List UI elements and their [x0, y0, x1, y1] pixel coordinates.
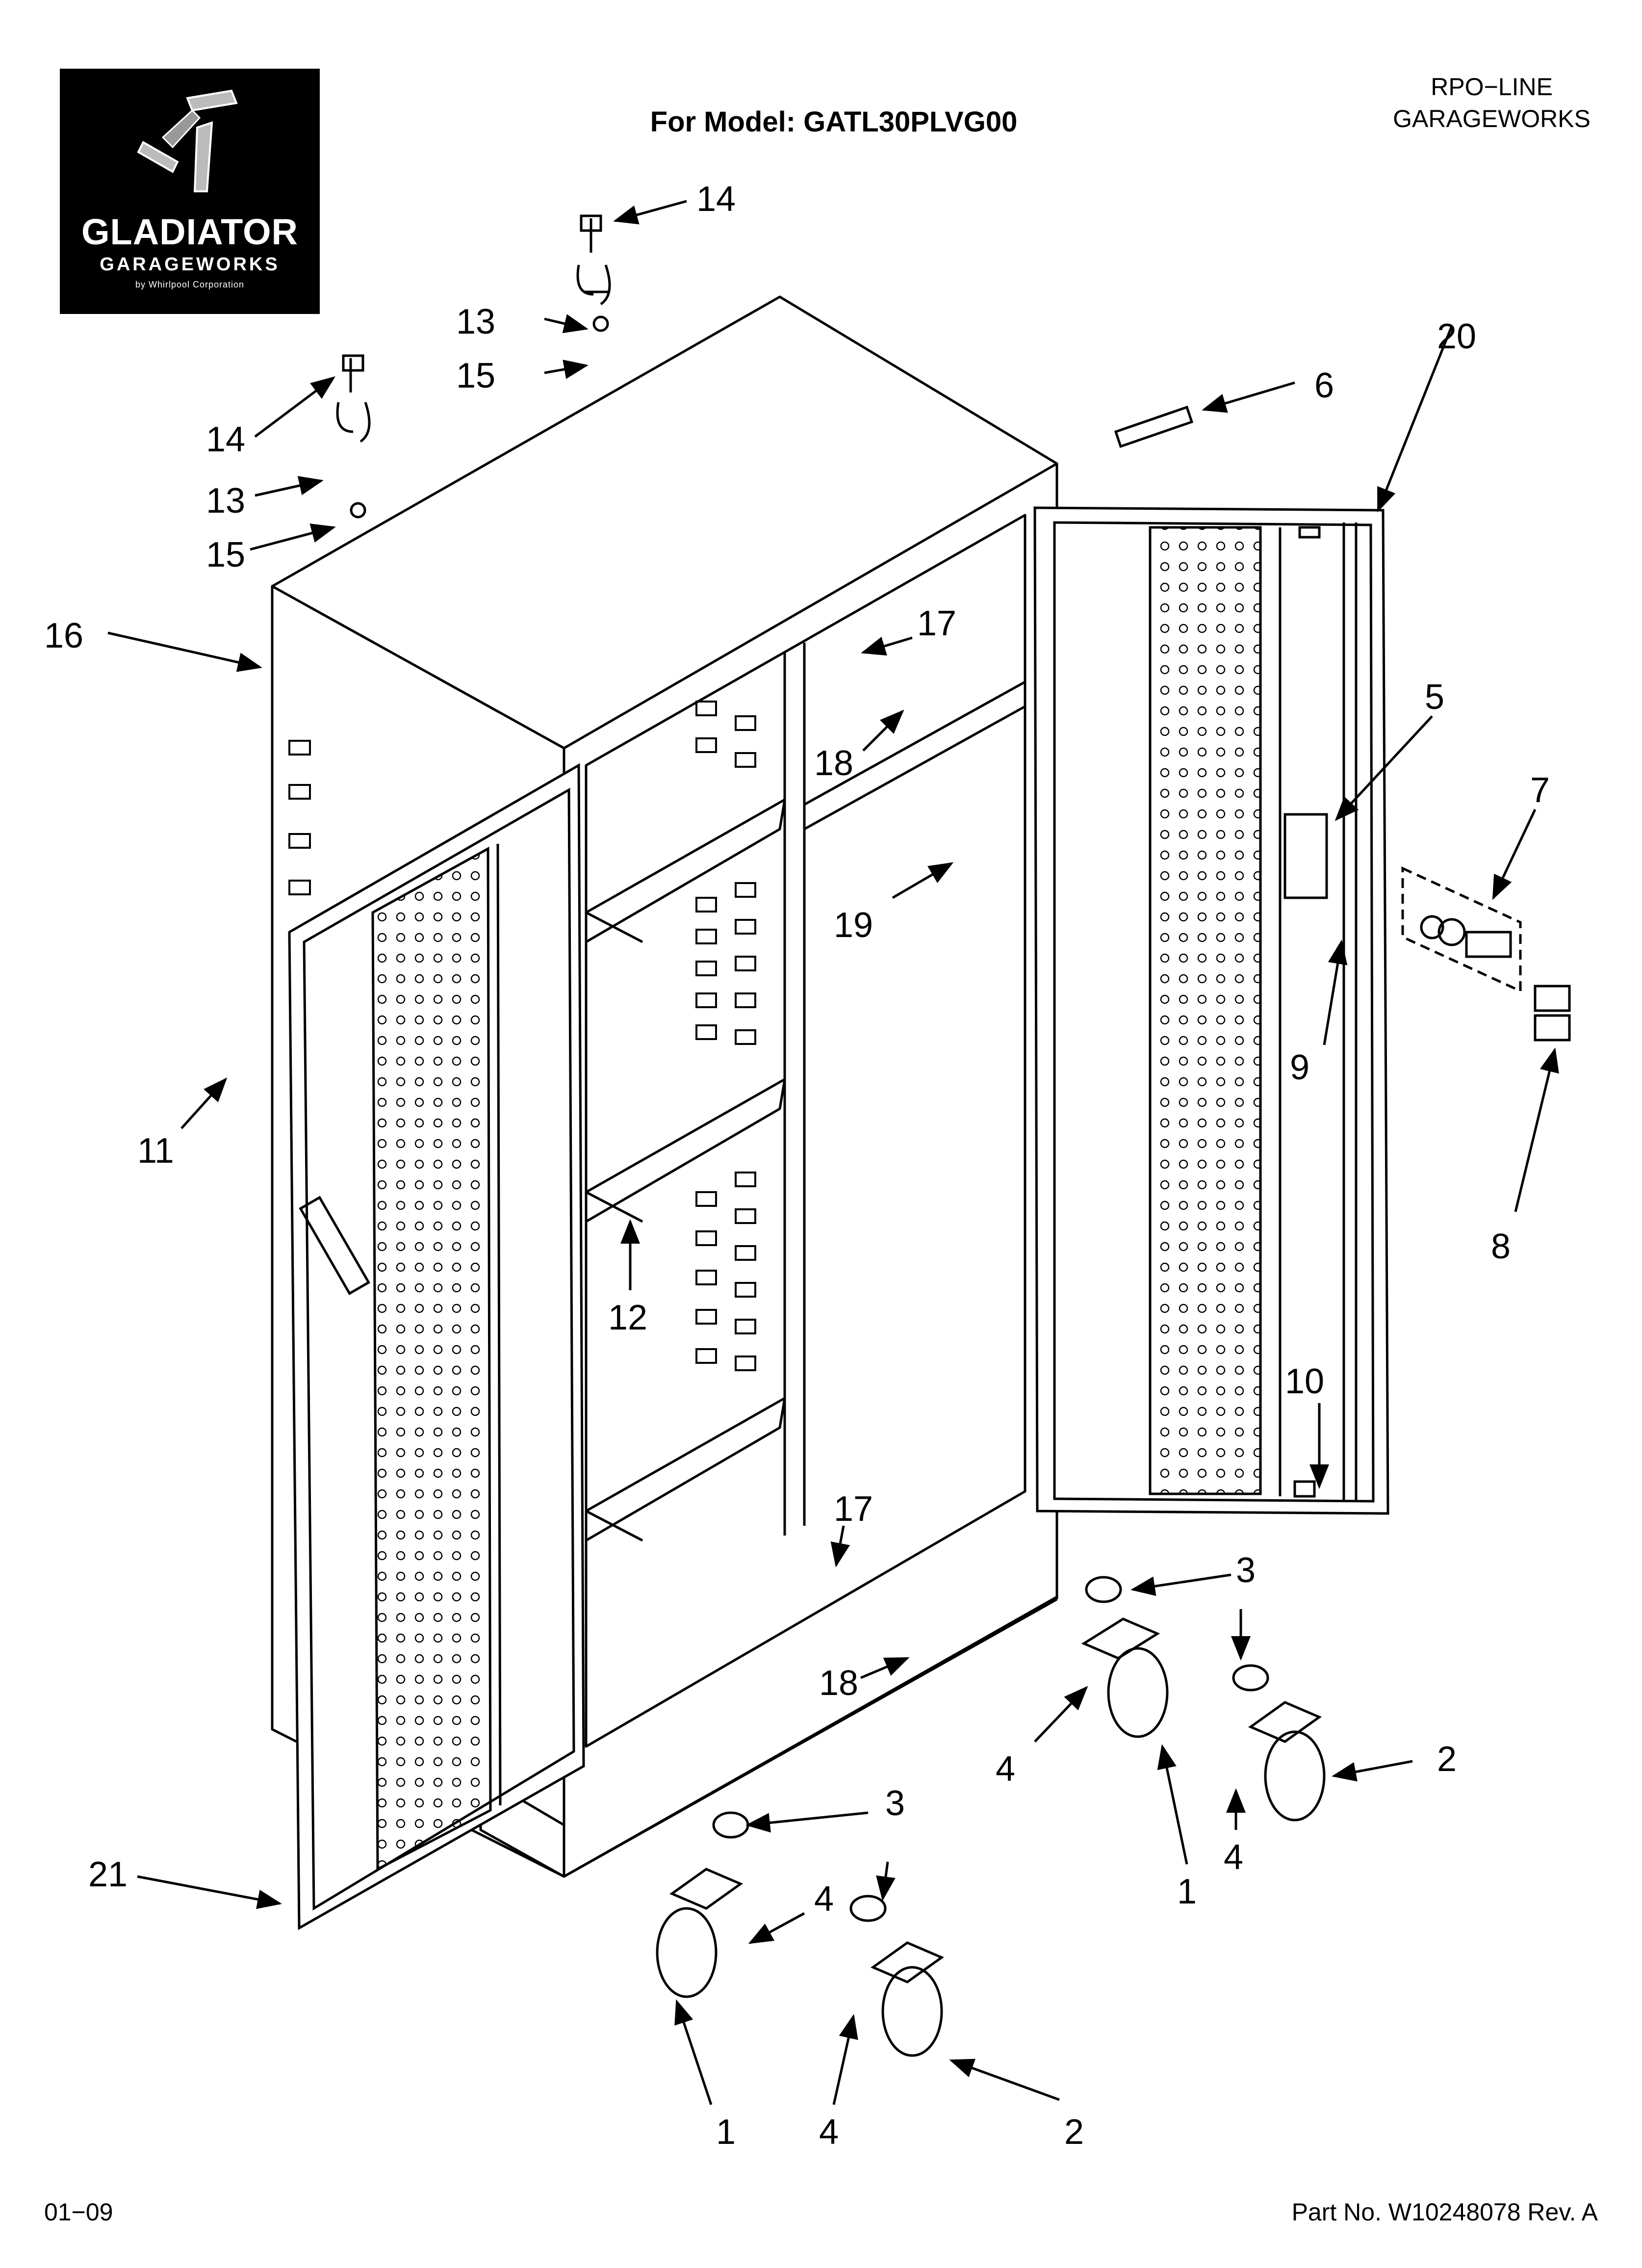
- callout-1-right: 1: [1177, 1872, 1197, 1911]
- callout-5: 5: [1425, 678, 1444, 717]
- callout-8: 8: [1491, 1227, 1511, 1266]
- callout-19: 19: [834, 906, 873, 945]
- callout-21: 21: [88, 1855, 128, 1894]
- callout-15-top: 15: [456, 356, 495, 395]
- logo-subtitle: GARAGEWORKS: [100, 254, 280, 275]
- callout-18-bottom: 18: [819, 1664, 858, 1703]
- callout-17-top: 17: [917, 604, 956, 643]
- callout-3-right-a: 3: [1236, 1551, 1256, 1590]
- logo-byline: by Whirlpool Corporation: [135, 280, 245, 289]
- right-door: [1033, 506, 1389, 1515]
- callout-2-left: 2: [1064, 2112, 1084, 2152]
- leader-lines: [107, 200, 1559, 2105]
- product-line-brand: GARAGEWORKS: [1393, 105, 1591, 132]
- callout-1-left: 1: [716, 2112, 736, 2152]
- callout-17-bottom: 17: [834, 1489, 873, 1529]
- logo-name: GLADIATOR: [81, 211, 298, 252]
- product-line-code: RPO−LINE: [1431, 73, 1553, 101]
- gladiator-logo: GLADIATOR GARAGEWORKS by Whirlpool Corpo…: [60, 69, 320, 314]
- casters: [656, 1576, 1326, 2057]
- callout-16: 16: [44, 616, 83, 655]
- callout-10: 10: [1285, 1362, 1324, 1401]
- page-title: For Model: GATL30PLVG00: [650, 106, 1018, 138]
- callout-3-left: 3: [885, 1784, 905, 1823]
- callout-15-left: 15: [206, 535, 245, 574]
- hooks: [336, 214, 611, 519]
- callout-4-left-a: 4: [814, 1879, 834, 1919]
- callout-4-left-b: 4: [819, 2112, 839, 2152]
- cabinet-vent-slots: [288, 701, 756, 1371]
- callout-2-right: 2: [1437, 1740, 1457, 1779]
- lock-assembly: [1401, 866, 1571, 1042]
- callout-14-top: 14: [696, 180, 736, 219]
- product-line: RPO−LINE GARAGEWORKS: [1393, 71, 1591, 135]
- left-door: [288, 763, 585, 1930]
- callout-7: 7: [1530, 771, 1550, 810]
- footer-date: 01−09: [44, 2198, 113, 2226]
- callout-11: 11: [137, 1131, 174, 1171]
- callout-12: 12: [608, 1298, 647, 1337]
- callout-numbers: 14 13 15 14 13 15 16 6 20 5 7 8 9 10 17 …: [44, 180, 1550, 2152]
- callout-20: 20: [1437, 317, 1476, 356]
- callout-6: 6: [1314, 366, 1334, 405]
- logo-mark-icon: [137, 89, 238, 192]
- callout-4-right-b: 4: [1224, 1838, 1243, 1877]
- callout-14-left: 14: [206, 420, 245, 459]
- callout-9: 9: [1290, 1048, 1309, 1087]
- callout-18-top: 18: [814, 744, 853, 783]
- footer-part-number: Part No. W10248078 Rev. A: [1291, 2198, 1598, 2226]
- label-part: [1114, 405, 1194, 448]
- callout-13-left: 13: [206, 481, 245, 521]
- callout-13-top: 13: [456, 302, 495, 341]
- callout-4-right-a: 4: [996, 1749, 1015, 1789]
